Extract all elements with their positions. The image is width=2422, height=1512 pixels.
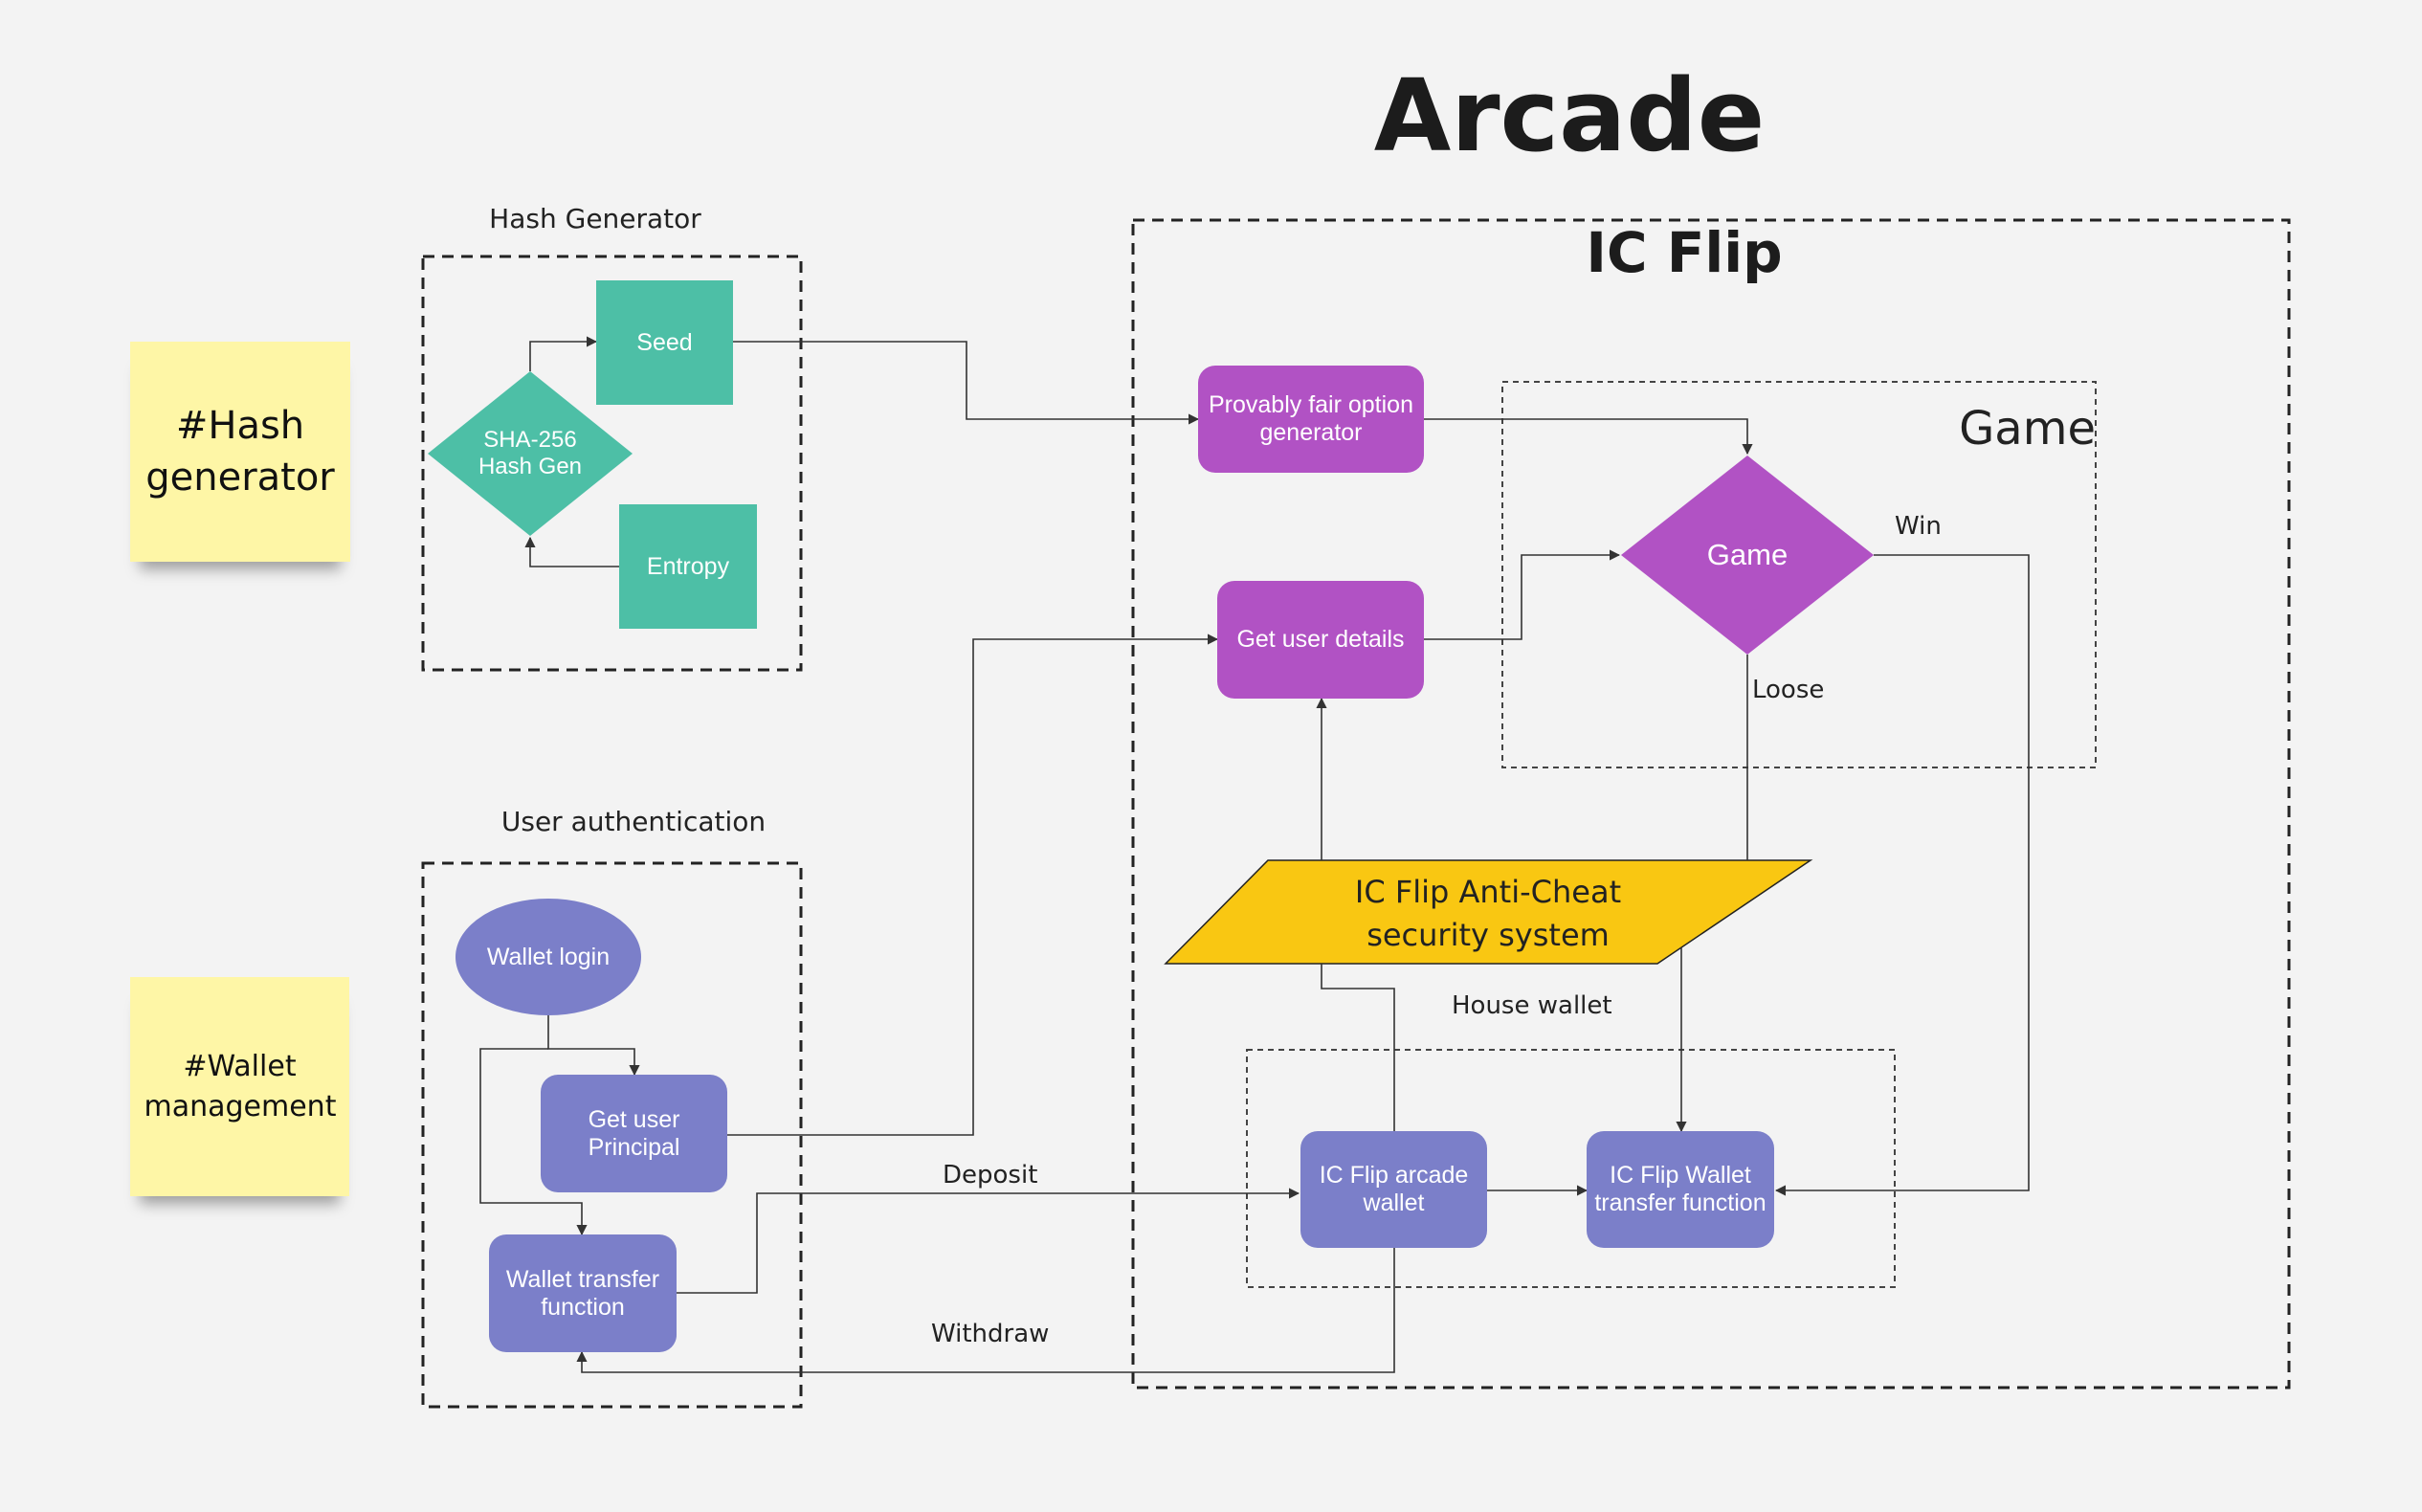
game-diamond[interactable] <box>1621 456 1874 655</box>
user-auth-frame <box>421 861 803 1409</box>
edge-label-win: Win <box>1895 512 1942 541</box>
user-authentication-label: User authentication <box>500 806 767 837</box>
sticky-wallet-text: #Wallet management <box>144 1049 337 1123</box>
anti-cheat-label: IC Flip Anti-Cheat security system <box>1354 874 1622 953</box>
arcade-wallet-node[interactable]: IC Flip arcade wallet <box>1300 1131 1487 1248</box>
edge-user-details-to-game <box>1424 549 1621 640</box>
house-wallet-label: House wallet <box>1452 991 1612 1020</box>
get-user-details-node[interactable]: Get user details <box>1217 581 1424 699</box>
edge-login-to-principal <box>547 1015 640 1077</box>
game-label: Game <box>1706 538 1789 571</box>
sticky-wallet-management[interactable]: #Wallet management <box>130 977 349 1196</box>
edge-withdraw <box>576 1247 1395 1373</box>
provably-fair-node[interactable]: Provably fair option generator <box>1198 366 1424 473</box>
sha-hash-label: SHA-256 Hash Gen <box>478 427 583 479</box>
ic-wallet-transfer-node[interactable]: IC Flip Wallet transfer function <box>1587 1131 1774 1248</box>
edge-game-win <box>1774 554 2030 1196</box>
hash-generator-label: Hash Generator <box>489 203 701 234</box>
edge-provably-fair-to-game <box>1424 418 1753 456</box>
sticky-hash-generator[interactable]: #Hash generator <box>130 342 350 562</box>
wallet-login-ellipse[interactable] <box>456 899 641 1015</box>
edge-seed-to-provably-fair <box>733 341 1200 425</box>
edge-label-loose: Loose <box>1752 676 1825 704</box>
edge-deposit <box>677 1188 1300 1294</box>
edge-login-to-transfer <box>479 1048 588 1236</box>
edge-hash-to-seed <box>529 336 598 371</box>
edge-label-deposit: Deposit <box>943 1161 1038 1190</box>
game-frame <box>1501 381 2097 768</box>
wallet-transfer-node[interactable]: Wallet transfer function <box>489 1234 677 1352</box>
edge-entropy-to-hash <box>524 536 619 567</box>
edge-anticheat-to-arcade-wallet <box>1321 964 1395 1134</box>
hash-generator-frame <box>421 255 803 672</box>
page-title: Arcade <box>1373 57 1766 174</box>
edge-label-withdraw: Withdraw <box>931 1320 1050 1348</box>
entropy-node[interactable]: Entropy <box>619 504 757 629</box>
sha-hash-diamond[interactable] <box>428 371 633 536</box>
edge-principal-to-user-details <box>727 634 1219 1136</box>
anti-cheat-parallelogram[interactable] <box>1164 859 1813 965</box>
game-region-label: Game <box>1959 402 2096 456</box>
ic-flip-frame <box>1131 218 2291 1390</box>
seed-node[interactable]: Seed <box>596 280 733 405</box>
get-user-principal-node[interactable]: Get user Principal <box>541 1075 727 1192</box>
wallet-login-label: Wallet login <box>486 943 611 970</box>
ic-flip-title: IC Flip <box>1586 220 1783 285</box>
sticky-hash-text: #Hash generator <box>145 404 335 500</box>
